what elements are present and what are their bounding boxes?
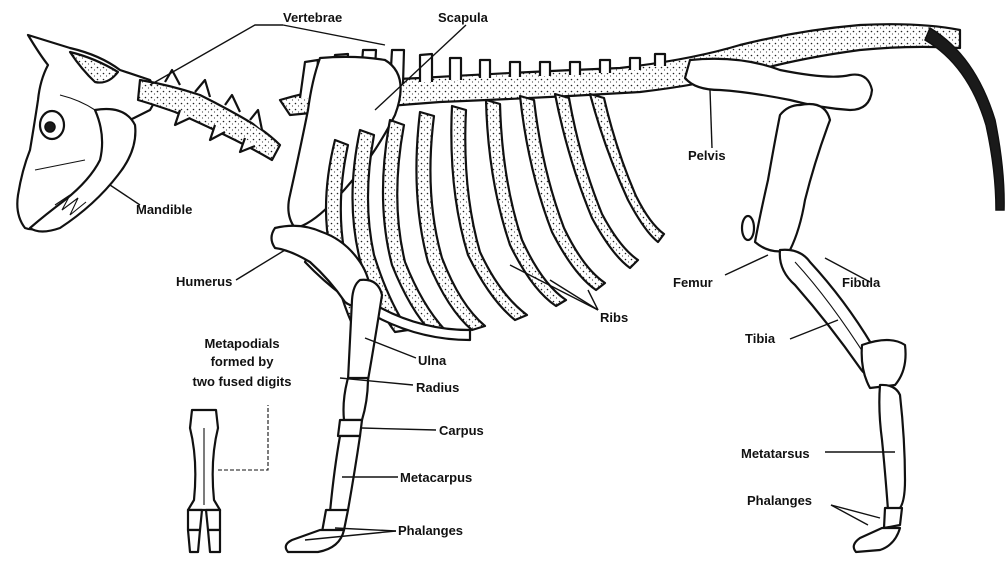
label-mandible: Mandible — [136, 202, 192, 217]
label-ribs: Ribs — [600, 310, 628, 325]
label-metacarpus: Metacarpus — [400, 470, 472, 485]
label-tibia: Tibia — [745, 331, 776, 346]
label-carpus: Carpus — [439, 423, 484, 438]
label-femur: Femur — [673, 275, 713, 290]
label-fibula: Fibula — [842, 275, 881, 290]
neck-vertebrae — [138, 70, 280, 160]
label-phalanges-fore: Phalanges — [398, 523, 463, 538]
label-vertebrae: Vertebrae — [283, 10, 342, 25]
label-metapodials-line1: Metapodials — [204, 336, 279, 351]
label-scapula: Scapula — [438, 10, 489, 25]
metapodial-detail — [188, 405, 268, 552]
label-pelvis: Pelvis — [688, 148, 726, 163]
hind-leg — [742, 104, 906, 552]
label-metapodials-line3: two fused digits — [193, 374, 292, 389]
label-ulna: Ulna — [418, 353, 447, 368]
label-phalanges-hind: Phalanges — [747, 493, 812, 508]
label-humerus: Humerus — [176, 274, 232, 289]
tail — [925, 28, 1004, 210]
label-metapodials-line2: formed by — [211, 354, 275, 369]
label-metatarsus: Metatarsus — [741, 446, 810, 461]
pelvis — [685, 59, 872, 110]
label-radius: Radius — [416, 380, 459, 395]
